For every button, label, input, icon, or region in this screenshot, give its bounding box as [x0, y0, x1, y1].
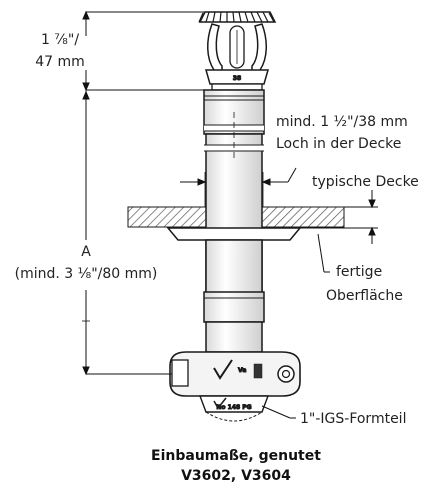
lower-pipe	[203, 239, 265, 353]
a-dim-label-2: (mind. 3 ⅛"/80 mm)	[15, 266, 158, 282]
finished-surface-label-2: Oberfläche	[326, 288, 403, 304]
deflector-teeth	[198, 11, 275, 23]
fitting-body	[198, 395, 270, 413]
finished-surface-label-1: fertige	[336, 264, 382, 280]
lower-collar	[203, 291, 265, 323]
thread-ring	[211, 83, 263, 91]
escutcheon-plate	[166, 227, 302, 241]
frame-base	[205, 69, 269, 85]
check-mark-icon	[213, 359, 233, 380]
hole-label-2: Loch in der Decke	[276, 136, 401, 152]
fitting-label: 1"-IGS-Formteil	[300, 411, 406, 427]
frame-mark: 38	[233, 75, 241, 82]
frame-arm-right	[251, 23, 267, 76]
ceiling-right	[261, 206, 345, 228]
caption-line-2: V3602, V3604	[181, 468, 291, 484]
check-mark-small-icon	[213, 397, 227, 410]
caption-line-1: Einbaumaße, genutet	[151, 448, 321, 464]
sprinkler-head: 38	[198, 11, 277, 91]
coupling-housing	[169, 351, 301, 397]
top-dim-label-1: 1 ⅞"/	[41, 32, 79, 48]
dimension-lines	[82, 10, 378, 419]
ceiling	[127, 206, 345, 228]
coupling-mark: Va	[238, 367, 246, 374]
ceiling-left	[127, 206, 207, 228]
coupling-mark-2: No 148 PG	[216, 404, 251, 411]
frame-arm-left	[207, 23, 223, 76]
deflector	[198, 11, 277, 23]
igs-coupling: Va No 148 PG	[169, 351, 301, 422]
ceiling-label: typische Decke	[312, 174, 419, 190]
hole-label-1: mind. 1 ½"/38 mm	[276, 114, 408, 130]
coupling-bolt-left	[171, 359, 189, 387]
top-dim-label-2: 47 mm	[35, 54, 85, 70]
a-dim-label-1: A	[81, 244, 91, 260]
